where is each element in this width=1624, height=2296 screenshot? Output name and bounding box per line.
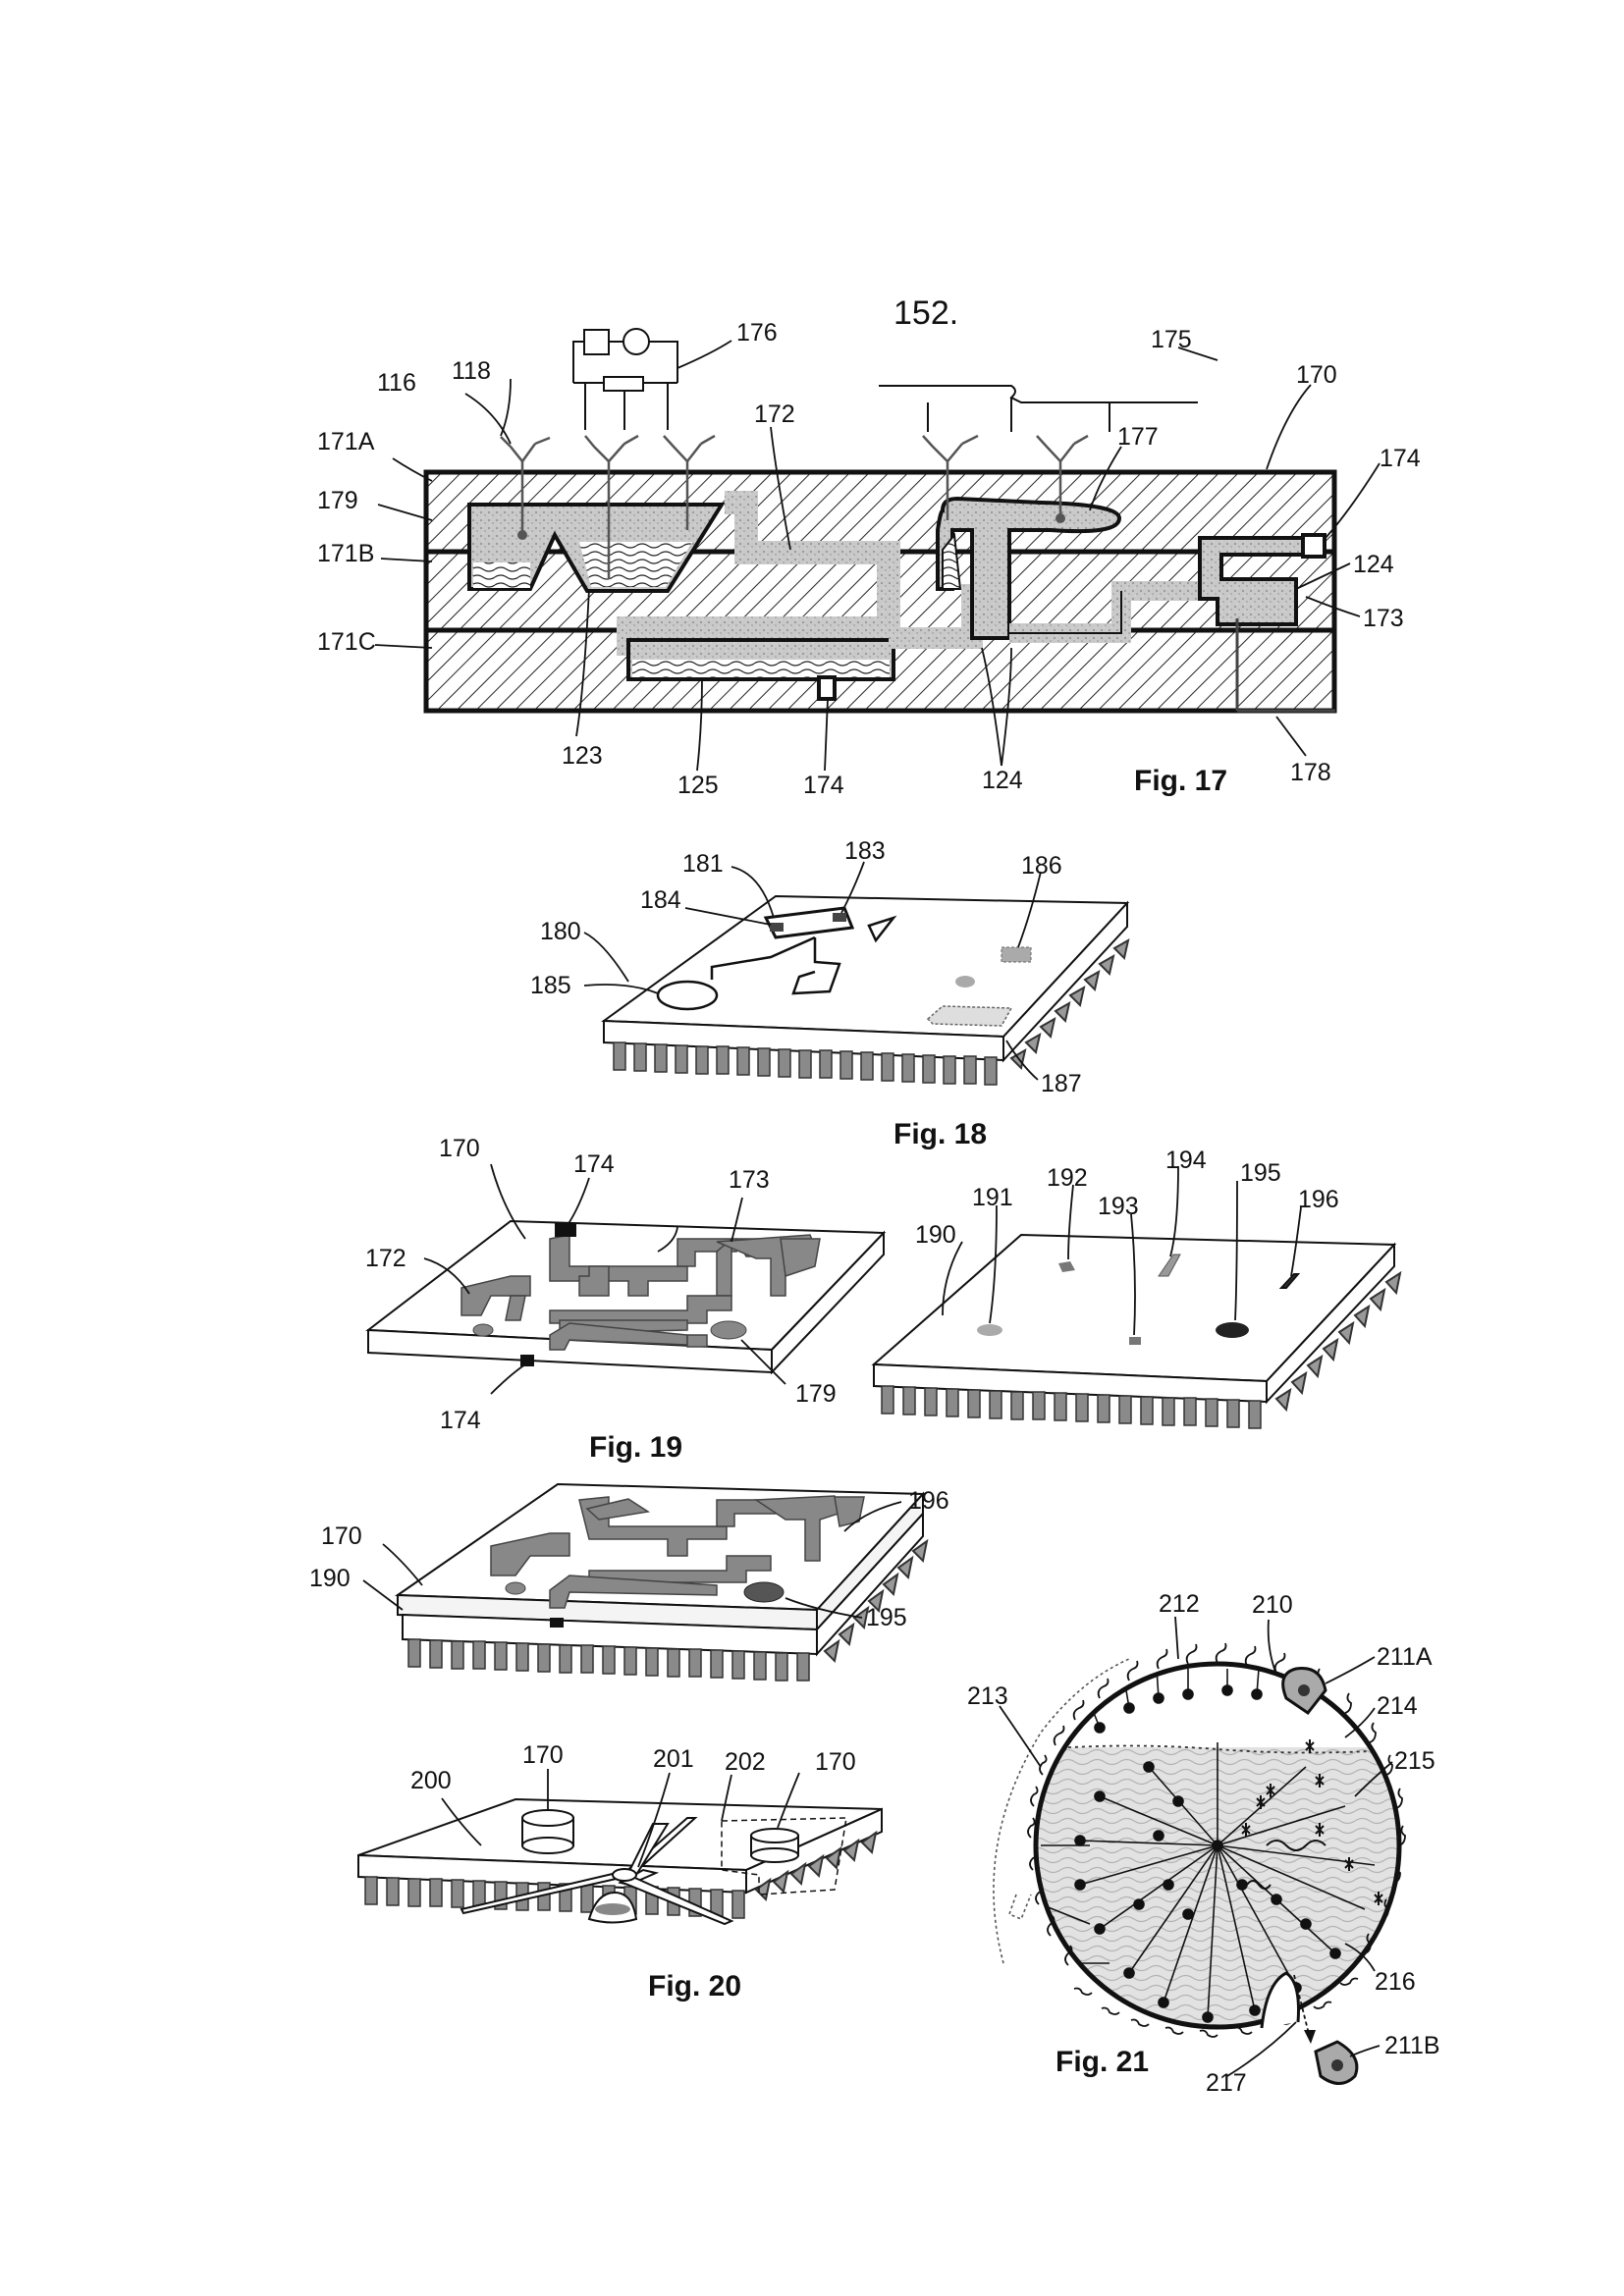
label-118: 118	[452, 357, 491, 385]
caption-fig20: Fig. 20	[648, 1970, 741, 2002]
feature-184	[770, 923, 784, 932]
label-190: 190	[915, 1221, 956, 1249]
feature-186	[1001, 947, 1031, 962]
chamber-173	[1200, 538, 1314, 624]
label-191: 191	[972, 1184, 1013, 1211]
label-201: 201	[653, 1745, 694, 1773]
label-213: 213	[967, 1682, 1008, 1710]
feature-183	[833, 913, 846, 922]
label-200: 200	[410, 1767, 452, 1794]
fig19b-assembled: 196 170 190 195	[309, 1484, 949, 1681]
feature-191	[977, 1324, 1002, 1336]
feature-195	[1216, 1322, 1249, 1338]
port-174-right	[1303, 535, 1325, 557]
fig18-chip: 181 183 186 184 180 185 187 Fig. 18	[530, 837, 1128, 1150]
fig21-cell: 212 210 211A 214 213 215 216 217 211B Fi…	[967, 1590, 1440, 2097]
label-20-170b: 170	[815, 1748, 856, 1776]
label-19b-195: 195	[866, 1604, 907, 1631]
circuit-176	[573, 329, 677, 430]
label-179: 179	[317, 487, 358, 514]
label-186: 186	[1021, 852, 1062, 880]
label-19-179: 179	[795, 1380, 837, 1408]
label-193: 193	[1098, 1193, 1139, 1220]
liquid-125	[632, 660, 890, 677]
label-175: 175	[1151, 326, 1192, 353]
feature-185	[658, 982, 717, 1009]
label-195: 195	[1240, 1159, 1281, 1187]
label-185: 185	[530, 972, 571, 999]
label-19-170: 170	[439, 1135, 480, 1162]
label-174-bottom: 174	[803, 772, 844, 799]
label-19b-196: 196	[908, 1487, 949, 1515]
label-19b-190: 190	[309, 1565, 351, 1592]
label-171a: 171A	[317, 428, 375, 455]
label-210: 210	[1252, 1591, 1293, 1619]
liquid-left	[473, 562, 530, 588]
label-20-170a: 170	[522, 1741, 564, 1769]
page-number: 152.	[893, 294, 958, 332]
label-192: 192	[1047, 1164, 1088, 1192]
label-171c: 171C	[317, 628, 376, 656]
caption-fig21: Fig. 21	[1056, 2046, 1149, 2078]
label-194: 194	[1165, 1147, 1207, 1174]
cylinder-170-right	[751, 1829, 798, 1862]
label-184: 184	[640, 886, 681, 914]
label-116: 116	[377, 369, 416, 397]
label-202: 202	[725, 1748, 766, 1776]
label-124-bottom: 124	[982, 767, 1023, 794]
label-124-right: 124	[1353, 551, 1394, 578]
fig20-chip: 170 201 202 170 200 Fig. 20	[358, 1741, 882, 2002]
label-216: 216	[1375, 1968, 1416, 1996]
label-123: 123	[562, 742, 603, 770]
label-19-174a: 174	[573, 1150, 615, 1178]
label-19b-170: 170	[321, 1522, 362, 1550]
caption-fig18: Fig. 18	[893, 1118, 987, 1150]
label-196: 196	[1298, 1186, 1339, 1213]
label-181: 181	[682, 850, 724, 878]
label-176: 176	[736, 319, 778, 347]
label-178: 178	[1290, 759, 1331, 786]
port-174-bottom	[819, 677, 835, 699]
feature-187	[928, 1006, 1011, 1026]
port-174-bottom-19	[520, 1355, 534, 1366]
cylinder-170-left	[522, 1810, 573, 1853]
label-173: 173	[1363, 605, 1404, 632]
label-170: 170	[1296, 361, 1337, 389]
label-174-right: 174	[1380, 445, 1421, 472]
feature-193	[1129, 1337, 1141, 1345]
label-171b: 171B	[317, 540, 374, 567]
label-214: 214	[1377, 1692, 1418, 1720]
port-174-top	[555, 1223, 576, 1237]
fig19-layer-170: 170 174 173 172 174 179 Fig. 19	[365, 1135, 884, 1464]
particle-211b	[1316, 2042, 1357, 2084]
label-125: 125	[677, 772, 719, 799]
label-183: 183	[844, 837, 886, 865]
fig17-cross-section: 116 118 176 175 170 171A 179 171B 171C 1…	[317, 319, 1421, 799]
caption-fig19: Fig. 19	[589, 1431, 682, 1464]
label-211b: 211B	[1384, 2032, 1440, 2059]
label-211a: 211A	[1377, 1643, 1433, 1671]
label-180: 180	[540, 918, 581, 945]
label-19-173: 173	[729, 1166, 770, 1194]
chamber-179-19	[711, 1321, 746, 1339]
label-187: 187	[1041, 1070, 1082, 1097]
fig19-chip-190: 192 194 195 191 193 196 190	[874, 1147, 1400, 1428]
label-212: 212	[1159, 1590, 1200, 1618]
label-215: 215	[1394, 1747, 1435, 1775]
label-19-174b: 174	[440, 1407, 481, 1434]
label-19-172: 172	[365, 1245, 406, 1272]
caption-fig17: Fig. 17	[1134, 765, 1227, 797]
label-172: 172	[754, 400, 795, 428]
label-217: 217	[1206, 2069, 1247, 2097]
label-177: 177	[1117, 423, 1159, 451]
feature-195-19b	[744, 1582, 784, 1602]
